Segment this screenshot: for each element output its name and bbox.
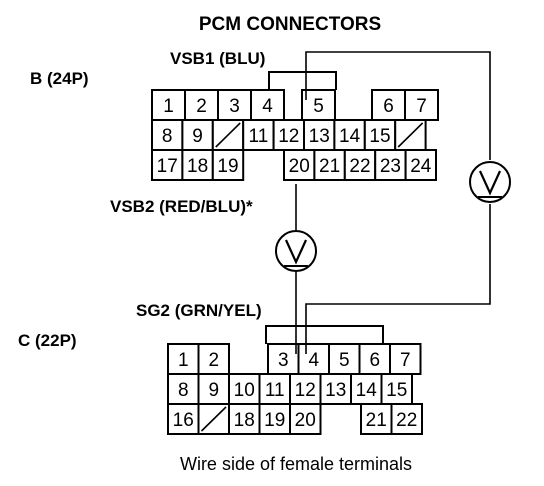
terminal-number: 13	[309, 126, 330, 147]
terminal-cell	[167, 403, 200, 435]
connector-b-lock-tab	[268, 71, 337, 90]
terminal-cell	[211, 149, 245, 181]
terminal-number: 22	[396, 410, 417, 431]
terminal-number: 18	[187, 156, 208, 177]
terminal-number: 22	[349, 156, 370, 177]
terminal-number: 9	[192, 126, 203, 147]
terminal-number: 8	[162, 126, 173, 147]
terminal-cell	[151, 149, 184, 181]
terminal-number: 5	[339, 350, 350, 371]
terminal-number: 19	[264, 410, 285, 431]
terminal-number: 23	[380, 156, 401, 177]
terminal-number: 13	[325, 380, 346, 401]
vsb1-wire-label: VSB1 (BLU)	[170, 49, 265, 68]
terminal-cell	[333, 119, 366, 151]
connector-b-label: B (24P)	[30, 69, 89, 88]
terminal-number: 12	[278, 126, 299, 147]
terminal-number: 7	[416, 96, 427, 117]
terminal-number: 21	[319, 156, 340, 177]
terminal-number: 1	[178, 350, 189, 371]
terminal-cell	[404, 149, 438, 181]
terminal-number: 12	[295, 380, 316, 401]
terminal-number: 20	[295, 410, 316, 431]
sg2-wire-label: SG2 (GRN/YEL)	[136, 301, 262, 320]
terminal-number: 2	[196, 96, 207, 117]
terminal-number: 3	[278, 350, 289, 371]
terminal-number: 2	[208, 350, 219, 371]
terminal-number: 16	[173, 410, 194, 431]
voltmeter-icon	[275, 230, 317, 272]
terminal-cell	[374, 149, 407, 181]
terminal-number: 7	[400, 350, 411, 371]
terminal-number: 4	[262, 96, 273, 117]
connector-c-lock-tab	[265, 325, 384, 344]
terminal-cell	[343, 149, 377, 181]
diagram-title: PCM CONNECTORS	[199, 14, 381, 35]
terminal-number: 14	[356, 380, 378, 401]
diagram-caption: Wire side of female terminals	[180, 454, 412, 474]
connector-c-label: C (22P)	[18, 331, 77, 350]
terminal-cell	[390, 403, 423, 435]
terminal-number: 20	[289, 156, 310, 177]
terminal-number: 19	[217, 156, 238, 177]
terminal-cell	[283, 149, 316, 181]
terminal-number: 1	[163, 96, 174, 117]
terminal-cell	[258, 403, 291, 435]
terminal-cell	[197, 343, 230, 375]
terminal-number: 3	[229, 96, 240, 117]
terminal-number: 4	[308, 350, 319, 371]
terminal-cell	[363, 119, 397, 151]
terminal-cell	[289, 403, 322, 435]
terminal-number: 11	[265, 380, 285, 401]
terminal-number: 24	[410, 156, 432, 177]
terminal-cell	[289, 373, 322, 405]
terminal-number: 6	[383, 96, 394, 117]
terminal-number: 15	[369, 126, 390, 147]
terminal-number: 18	[234, 410, 255, 431]
terminal-number: 17	[157, 156, 178, 177]
blank-terminal-slash	[200, 406, 227, 432]
blank-terminal-slash	[215, 122, 241, 148]
terminal-number: 15	[386, 380, 407, 401]
terminal-cell	[389, 343, 422, 375]
terminal-number: 11	[249, 126, 269, 147]
wire-meter-to-sg2-right	[305, 204, 491, 354]
blank-terminal-slash	[397, 122, 424, 148]
terminal-cell	[151, 119, 184, 151]
terminal-cell	[250, 89, 285, 121]
wire-vsb1-to-meter	[305, 51, 491, 160]
terminal-number: 8	[178, 380, 189, 401]
terminal-number: 6	[369, 350, 380, 371]
terminal-number: 10	[234, 380, 255, 401]
terminal-number: 14	[339, 126, 361, 147]
terminal-number: 9	[208, 380, 219, 401]
terminal-number: 5	[313, 96, 324, 117]
vsb2-wire-label: VSB2 (RED/BLU)*	[110, 197, 253, 216]
voltmeter-icon	[469, 161, 511, 203]
terminal-number: 21	[366, 410, 387, 431]
terminal-cell	[242, 119, 275, 151]
